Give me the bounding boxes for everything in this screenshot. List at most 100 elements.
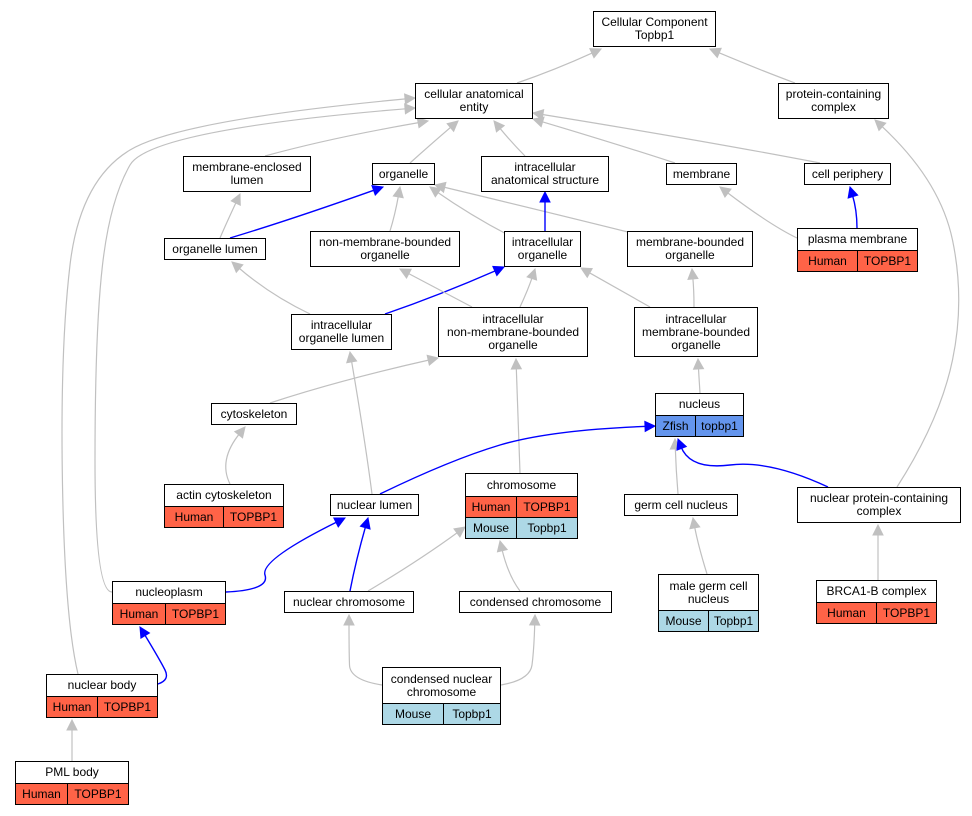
gene-cell: Topbp1	[713, 614, 754, 628]
edge-brca1-b-complex-to-nuclear-protein-containing-complex-arrowhead	[872, 523, 884, 536]
node-title: intracellular organelle	[505, 232, 580, 266]
node-intracellular-membrane-bounded-organelle[interactable]: intracellular membrane-bounded organelle	[634, 307, 758, 357]
gene-cell: TOPBP1	[229, 510, 278, 524]
edge-nuclear-lumen-to-intracellular-organelle-lumen-arrowhead	[346, 350, 358, 364]
node-cell-periphery[interactable]: cell periphery	[804, 163, 891, 185]
edge-plasma-membrane-to-membrane-line	[726, 191, 798, 239]
species-cell: Human	[113, 604, 166, 624]
edge-nuclear-lumen-to-intracellular-organelle-lumen	[346, 350, 373, 495]
edge-nuclear-chromosome-to-nuclear-lumen	[349, 516, 371, 592]
edge-nuclear-chromosome-to-chromosome-arrowhead	[453, 526, 466, 538]
node-label: intracellular organelle lumen	[298, 318, 385, 345]
edge-nuclear-chromosome-to-nuclear-lumen-arrowhead	[359, 516, 371, 530]
edge-nuclear-lumen-to-nucleus-line	[379, 425, 648, 495]
node-label: nuclear chromosome	[292, 594, 406, 609]
edge-non-membrane-bounded-organelle-to-organelle-line	[389, 194, 400, 232]
node-condensed-chromosome[interactable]: condensed chromosome	[459, 591, 612, 613]
node-label: actin cytoskeleton	[176, 488, 272, 502]
edge-condensed-nuclear-chromosome-to-condensed-chromosome-line	[500, 622, 536, 686]
edge-organelle-lumen-to-organelle-line	[229, 189, 376, 239]
edge-intracellular-non-membrane-bounded-organelle-to-non-membrane-bounded-organelle-line	[406, 272, 473, 308]
node-title: organelle lumen	[165, 239, 265, 259]
node-cytoskeleton[interactable]: cytoskeleton	[211, 403, 297, 425]
edge-nuclear-protein-containing-complex-to-protein-containing-complex-line	[880, 124, 960, 488]
edge-organelle-to-cellular-anatomical-entity-line	[409, 125, 453, 164]
node-protein-containing-complex[interactable]: protein-containing complex	[778, 83, 889, 119]
node-organelle-lumen[interactable]: organelle lumen	[164, 238, 266, 260]
gene-cell: TOPBP1	[863, 254, 912, 268]
edge-nuclear-body-to-cellular-anatomical-entity-arrowhead	[404, 93, 417, 105]
node-cellular-anatomical-entity[interactable]: cellular anatomical entity	[415, 83, 533, 119]
node-cellular-component[interactable]: Cellular Component Topbp1	[593, 11, 716, 47]
node-intracellular-organelle-lumen[interactable]: intracellular organelle lumen	[291, 314, 392, 350]
edge-intracellular-organelle-lumen-to-organelle-lumen	[231, 261, 311, 315]
edge-nuclear-protein-containing-complex-to-nucleus-arrowhead	[676, 437, 688, 451]
node-membrane-enclosed-lumen[interactable]: membrane-enclosed lumen	[183, 156, 311, 192]
node-label: intracellular non-membrane-bounded organ…	[446, 311, 580, 352]
edge-chromosome-to-intracellular-non-membrane-bounded-organelle-arrowhead	[510, 357, 523, 370]
edge-nuclear-chromosome-to-nuclear-lumen-line	[349, 525, 367, 592]
node-title: Cellular Component Topbp1	[594, 12, 715, 46]
node-title: non-membrane-bounded organelle	[311, 232, 459, 266]
edge-cytoskeleton-to-intracellular-non-membrane-bounded-organelle	[269, 354, 440, 404]
node-label: Cellular Component Topbp1	[601, 15, 708, 42]
species-cell: Human	[798, 251, 858, 271]
node-title: intracellular non-membrane-bounded organ…	[439, 308, 587, 356]
node-intracellular-non-membrane-bounded-organelle[interactable]: intracellular non-membrane-bounded organ…	[438, 307, 588, 357]
node-title: chromosome	[466, 474, 577, 496]
edge-plasma-membrane-to-membrane-arrowhead	[719, 186, 732, 198]
node-title: membrane-enclosed lumen	[184, 157, 310, 191]
node-germ-cell-nucleus[interactable]: germ cell nucleus	[624, 494, 738, 516]
node-membrane[interactable]: membrane	[666, 163, 737, 185]
node-non-membrane-bounded-organelle[interactable]: non-membrane-bounded organelle	[310, 231, 460, 267]
node-title: BRCA1-B complex	[817, 581, 936, 602]
edge-cell-periphery-to-cellular-anatomical-entity-line	[540, 113, 821, 164]
node-organelle[interactable]: organelle	[372, 163, 435, 185]
edge-pml-body-to-nuclear-body	[66, 718, 78, 761]
edge-nuclear-body-to-cellular-anatomical-entity	[61, 93, 417, 675]
edge-male-germ-cell-nucleus-to-germ-cell-nucleus-line	[693, 525, 708, 575]
edge-actin-cytoskeleton-to-cytoskeleton-line	[225, 432, 241, 485]
edge-chromosome-to-intracellular-non-membrane-bounded-organelle	[510, 357, 523, 474]
edge-membrane-enclosed-lumen-to-cellular-anatomical-entity-line	[264, 121, 421, 157]
node-label: male germ cell nucleus	[669, 578, 748, 606]
edge-intracellular-organelle-to-organelle-arrowhead	[429, 186, 442, 198]
node-title: nuclear chromosome	[285, 592, 413, 612]
node-label: nuclear lumen	[336, 497, 413, 512]
node-intracellular-anatomical-structure[interactable]: intracellular anatomical structure	[481, 156, 609, 192]
edge-intracellular-non-membrane-bounded-organelle-to-intracellular-organelle-line	[519, 276, 534, 308]
node-nuclear-lumen[interactable]: nuclear lumen	[330, 494, 419, 516]
edge-intracellular-organelle-lumen-to-organelle-lumen-line	[237, 266, 311, 315]
edge-membrane-bounded-organelle-to-organelle-line	[442, 186, 641, 236]
node-label: cell periphery	[811, 166, 884, 181]
node-title: intracellular organelle lumen	[292, 315, 391, 349]
node-nuclear-protein-containing-complex[interactable]: nuclear protein-containing complex	[797, 487, 961, 523]
edge-organelle-lumen-to-organelle-arrowhead	[371, 185, 385, 196]
edge-organelle-lumen-to-membrane-enclosed-lumen-arrowhead	[230, 192, 241, 206]
edge-intracellular-organelle-to-organelle-line	[436, 191, 511, 237]
node-nuclear-chromosome[interactable]: nuclear chromosome	[284, 591, 414, 613]
node-label: nuclear body	[67, 678, 137, 692]
node-membrane-bounded-organelle[interactable]: membrane-bounded organelle	[627, 231, 753, 267]
edge-cellular-anatomical-entity-to-cellular-component	[516, 48, 603, 84]
node-label: intracellular anatomical structure	[490, 160, 600, 187]
node-title: protein-containing complex	[779, 84, 888, 118]
node-intracellular-organelle[interactable]: intracellular organelle	[504, 231, 581, 267]
